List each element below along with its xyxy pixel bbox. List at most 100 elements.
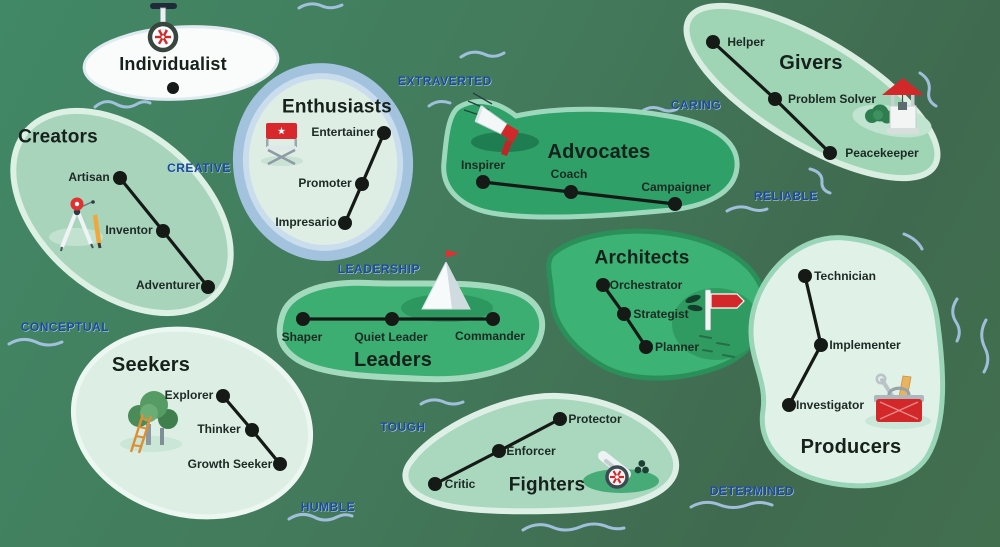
dot-coach — [564, 185, 578, 199]
trait-label-creative: CREATIVE — [167, 161, 231, 175]
drafting-compass-icon — [60, 197, 102, 252]
wave — [93, 100, 152, 109]
node-label-technician: Technician — [814, 269, 876, 283]
dot-inspirer — [476, 175, 490, 189]
node-label-peacekeeper: Peacekeeper — [845, 146, 919, 160]
trait-label-conceptual: CONCEPTUAL — [20, 320, 110, 334]
node-label-inventor: Inventor — [105, 223, 153, 237]
wave — [902, 232, 924, 251]
trait-label-determined: DETERMINED — [709, 484, 795, 498]
seekers-title: Seekers — [111, 354, 191, 376]
wishing-well-icon — [865, 78, 924, 134]
wave — [521, 522, 626, 532]
trait-label-extraverted: EXTRAVERTED — [398, 74, 492, 88]
dot-strategist — [617, 307, 631, 321]
enthusiasts-inner — [248, 79, 398, 245]
dot-peacekeeper — [823, 146, 837, 160]
node-label-shaper: Shaper — [281, 330, 323, 344]
advocates-title: Advocates — [547, 141, 651, 163]
dot-adventurer — [201, 280, 215, 294]
trait-label-humble: HUMBLE — [300, 500, 356, 514]
architects-hill-dashes — [699, 335, 735, 358]
node-label-helper: Helper — [727, 35, 765, 49]
dot-promoter — [355, 177, 369, 191]
node-label-investigator: Investigator — [795, 398, 865, 412]
individualist-title: Individualist — [119, 54, 227, 74]
enthusiasts-island — [232, 63, 414, 261]
wave — [459, 50, 506, 59]
node-label-entertainer: Entertainer — [311, 125, 375, 139]
node-label-artisan: Artisan — [68, 170, 110, 184]
wave — [297, 2, 344, 10]
toolbox-icon — [874, 373, 924, 422]
wave — [808, 167, 832, 195]
enthusiasts-title: Enthusiasts — [282, 96, 392, 118]
node-label-planner: Planner — [654, 340, 700, 354]
creators-island — [10, 107, 234, 317]
islands — [10, 2, 946, 520]
trees-ladder-icon — [128, 391, 178, 454]
node-label-commander: Commander — [454, 329, 526, 343]
dot-technician — [798, 269, 812, 283]
dot-commander — [486, 312, 500, 326]
node-label-growth-seeker: Growth Seeker — [187, 457, 273, 471]
dot-implementer — [814, 338, 828, 352]
node-label-critic: Critic — [444, 477, 476, 491]
dot-protector — [553, 412, 567, 426]
directors-chair-icon — [266, 123, 297, 166]
dot-shaper — [296, 312, 310, 326]
node-label-thinker: Thinker — [197, 422, 241, 436]
node-label-campaigner: Campaigner — [641, 180, 711, 194]
creators-title: Creators — [18, 126, 98, 148]
dot-artisan — [113, 171, 127, 185]
dot-explorer — [216, 389, 230, 403]
wave — [639, 106, 679, 114]
node-label-strategist: Strategist — [633, 307, 689, 321]
dot-individualist — [167, 82, 179, 94]
advocates-mound — [471, 132, 539, 152]
node-label-protector: Protector — [568, 412, 622, 426]
dot-growth-seeker — [273, 457, 287, 471]
fighters-title: Fighters — [508, 474, 586, 496]
dot-inventor — [156, 224, 170, 238]
node-label-quiet-leader: Quiet Leader — [354, 330, 428, 344]
individualist-island — [82, 25, 280, 101]
wave — [689, 500, 774, 509]
unicycle-icon — [147, 3, 179, 53]
mountain-flag-icon — [421, 250, 471, 310]
dot-planner — [639, 340, 653, 354]
givers-island — [683, 2, 941, 182]
trait-label-reliable: RELIABLE — [754, 189, 818, 203]
node-dots — [113, 35, 837, 491]
cannon-icon — [598, 451, 649, 489]
node-label-explorer: Explorer — [164, 388, 214, 402]
dot-thinker — [245, 423, 259, 437]
signpost-icon — [685, 289, 745, 331]
wave — [7, 337, 64, 347]
wave — [918, 71, 938, 108]
node-label-orchestrator: Orchestrator — [609, 278, 683, 292]
trait-label-caring: CARING — [670, 98, 722, 112]
givers-title: Givers — [779, 52, 843, 74]
architects-title: Architects — [594, 247, 690, 269]
dot-impresario — [338, 216, 352, 230]
dot-entertainer — [377, 126, 391, 140]
node-label-impresario: Impresario — [275, 215, 337, 229]
water-waves — [7, 2, 990, 532]
wave — [427, 100, 452, 108]
wave — [951, 297, 961, 343]
node-label-implementer: Implementer — [829, 338, 901, 352]
node-label-promoter: Promoter — [298, 176, 352, 190]
producers-title: Producers — [800, 436, 902, 458]
dot-quiet-leader — [385, 312, 399, 326]
node-label-adventurer: Adventurer — [135, 278, 201, 292]
node-label-enforcer: Enforcer — [506, 444, 556, 458]
dot-investigator — [782, 398, 796, 412]
wave — [725, 205, 769, 213]
wave — [980, 318, 990, 374]
dot-enforcer — [492, 444, 506, 458]
dot-campaigner — [668, 197, 682, 211]
node-label-problem-solver: Problem Solver — [787, 92, 877, 106]
dot-helper — [706, 35, 720, 49]
